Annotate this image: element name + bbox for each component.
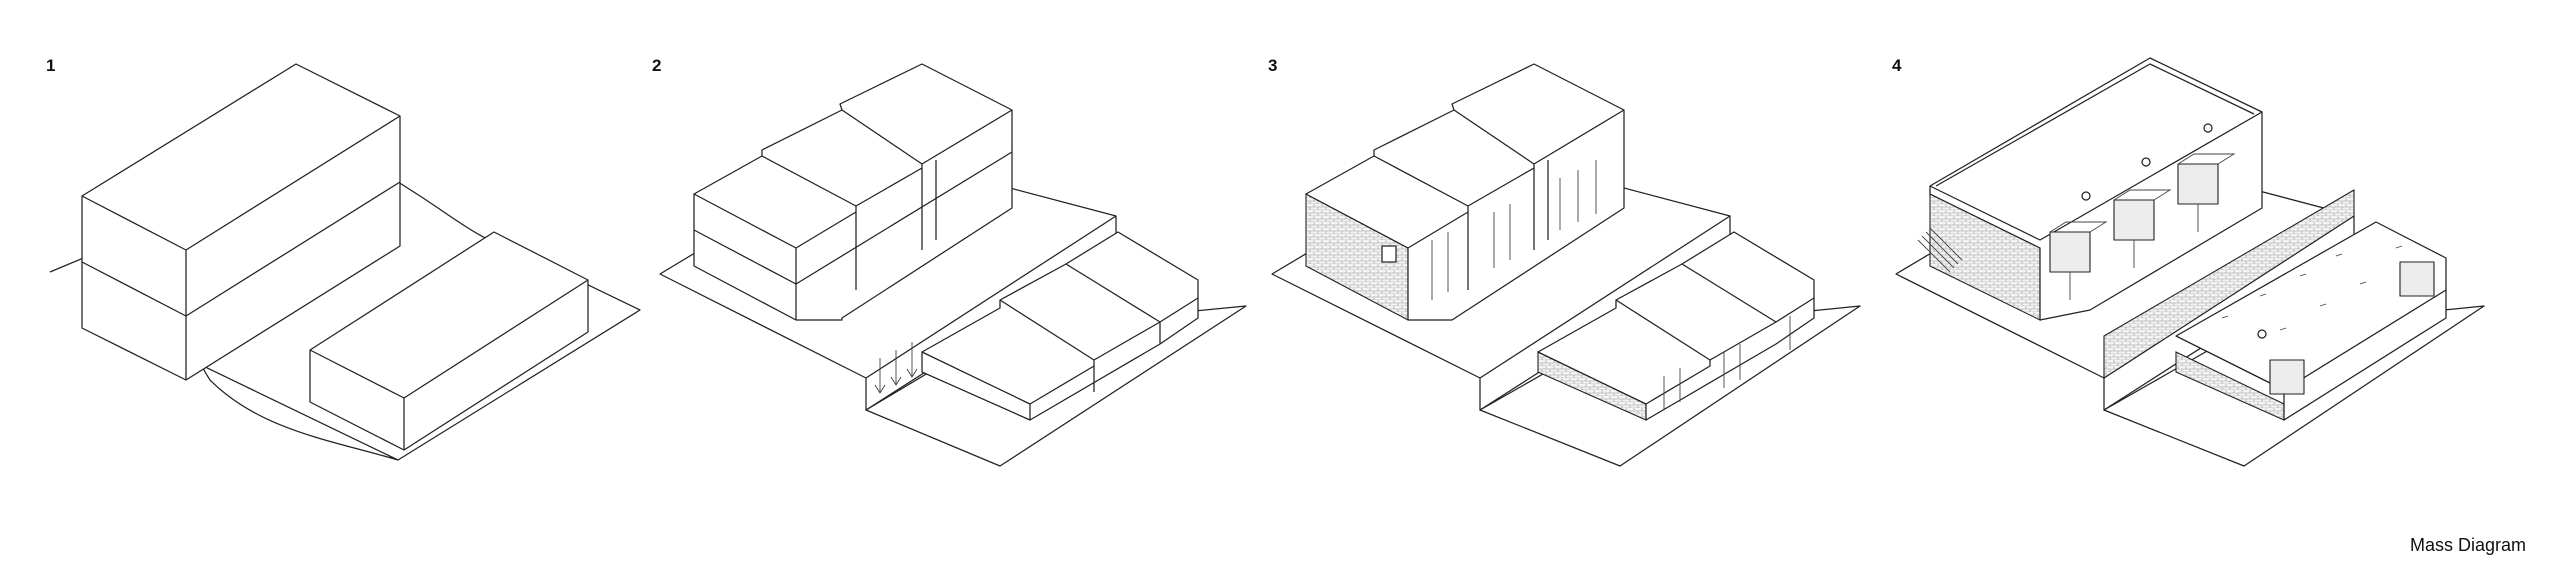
diagram-title: Mass Diagram (2409, 535, 2526, 555)
step-2-drawing (659, 63, 1247, 467)
step-number-3: 3 (1268, 56, 1278, 75)
step-number-1: 1 (46, 56, 56, 75)
step-2-arrows (874, 342, 918, 394)
step-1-drawing (49, 63, 641, 461)
step-3-drawing (1271, 63, 1861, 467)
step-4-drawing (1895, 57, 2485, 467)
step-number-4: 4 (1892, 56, 1902, 75)
step-number-2: 2 (652, 56, 662, 75)
